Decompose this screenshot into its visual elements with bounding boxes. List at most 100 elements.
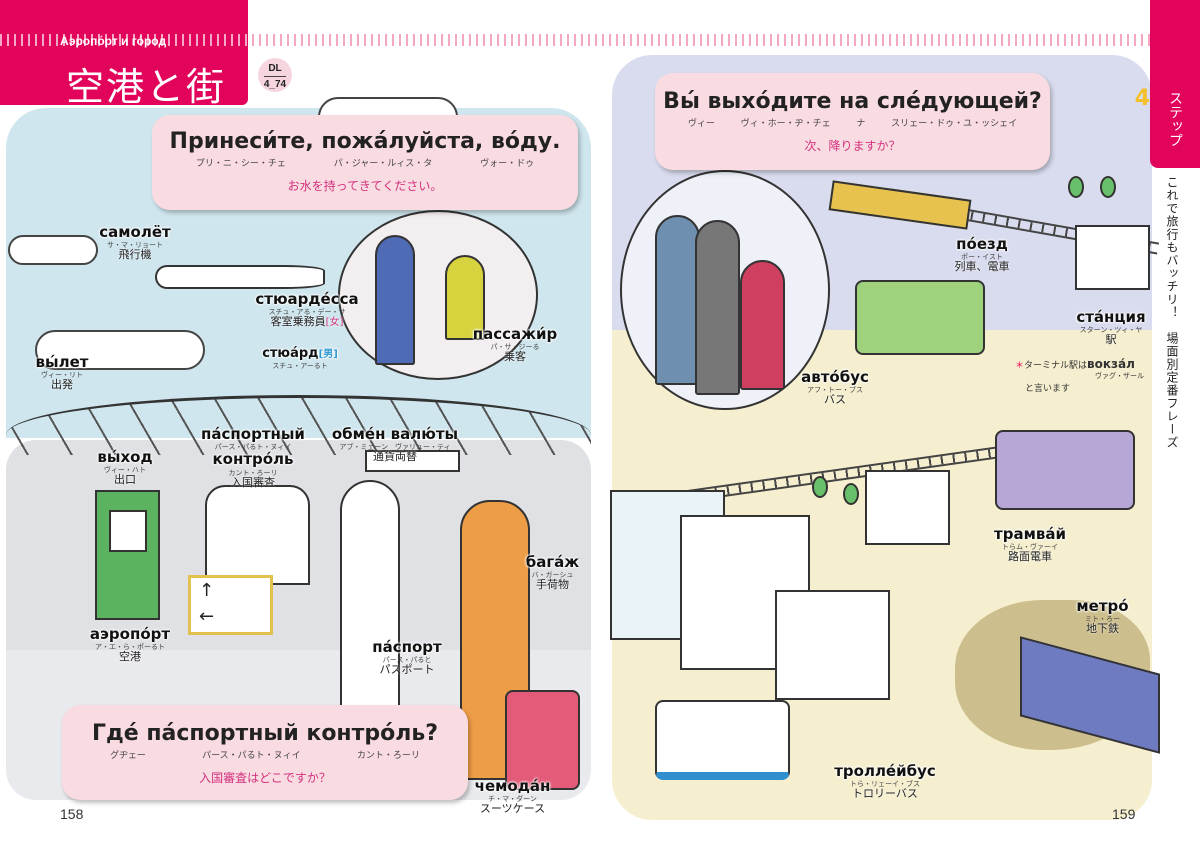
commuter-illustration [655, 215, 700, 385]
flight-attendant-illustration [375, 235, 415, 365]
airplane-illustration [155, 265, 325, 289]
page-number-right: 159 [1112, 806, 1136, 822]
tree-icon [1100, 176, 1116, 198]
exit-door-illustration [95, 490, 160, 620]
meaning: 地下鉄 [1086, 622, 1119, 636]
meaning: トロリーバス [852, 787, 918, 801]
phrase-japanese: 次、降りますか？ [804, 139, 901, 153]
tree-icon [812, 476, 828, 498]
meaning: 手荷物 [536, 578, 569, 592]
step-tab[interactable]: ステップ 4 [1135, 0, 1200, 168]
phrase-reading: パース・パるト・ヌィイ [202, 751, 301, 761]
meaning: 飛行機 [118, 248, 152, 262]
building-illustration [775, 590, 890, 700]
reading: トらム・ヴァーイ [1002, 543, 1058, 552]
commuter-illustration [740, 260, 785, 390]
trolleybus-illustration [655, 700, 790, 780]
phrase-reading: グヂェー [110, 751, 146, 761]
meaning: 駅 [1105, 333, 1117, 347]
reading: スチュ・アる・デー・サ [268, 308, 346, 317]
note-text: ターミナル駅は [1024, 361, 1088, 371]
step-label: ステップ [1167, 91, 1183, 147]
download-label: DL [268, 63, 282, 74]
section-header [0, 0, 248, 105]
phrase-reading: パ・ジャー・ルィス・タ [333, 159, 433, 169]
direction-signboard: ↑← [188, 575, 273, 635]
phrase-reading: ヴォー・ドゥ [480, 159, 535, 169]
meaning: 客室乗務員 [270, 315, 326, 329]
step-number: 4 [1134, 86, 1150, 111]
phrase-japanese: お水を持ってきてください。 [287, 179, 443, 193]
reading: ヴィー・ハト [103, 466, 147, 475]
meaning: バス [824, 393, 846, 407]
reading: チ・マ・ダーン [488, 795, 537, 804]
exchange-sign [365, 450, 460, 472]
word: вы́лет [35, 353, 89, 371]
reading: ヴァグ・ザール [1095, 372, 1144, 380]
cloud-illustration [35, 330, 205, 370]
meaning: 空港 [119, 650, 141, 664]
download-badge: DL 4_74 [258, 58, 292, 92]
header-stripe-divider [0, 34, 1150, 46]
reading: アフ・トー・ブス [807, 386, 863, 395]
label-styuard: стюа́рд[男]スチュ・アーるト [255, 346, 345, 370]
meaning: 乗客 [504, 350, 526, 364]
reading: パ・サ・ジーる [490, 343, 540, 352]
word: пассажи́р [472, 325, 558, 343]
reading: ア・エ・ら・ポーるト [95, 643, 165, 652]
reading: ポー・イスト [961, 253, 1003, 262]
arrow-left-icon: ← [199, 606, 215, 627]
phrase-russian: Где́ па́спортный контро́ль? [91, 721, 439, 746]
meaning: 列車、電車 [954, 260, 1010, 274]
word: трамва́й [994, 525, 1066, 543]
reading: バ・ガーシュ [531, 571, 574, 580]
reading: サ・マ・リョート [107, 241, 163, 250]
meaning: パスポート [379, 663, 435, 677]
word: бага́ж [525, 553, 580, 571]
phrase-russian: Принеси́те, пожа́луйста, во́ду. [169, 129, 561, 154]
station-building [1075, 225, 1150, 290]
word: обме́н валю́ты [331, 425, 459, 443]
passport-control-booth [205, 485, 310, 585]
meaning: スーツケース [479, 802, 546, 816]
phrase-reading: プリ・ニ・シー・チェ [195, 159, 286, 169]
tram-illustration [995, 430, 1135, 510]
word: метро́ [1076, 597, 1129, 615]
suitcase-illustration [505, 690, 580, 790]
phrase-reading: ナ [856, 119, 866, 129]
commuter-illustration [695, 220, 740, 395]
reading: スターン・ツィ・ヤ [1079, 326, 1143, 335]
reading: トら・リェーイ・ブス [850, 780, 920, 789]
reading: パース・パるト・ヌィイ [214, 443, 292, 452]
phrase-russian: Вы́ выхо́дите на сле́дующей? [663, 89, 1042, 114]
chapter-side-title: これで旅行もバッチリ！ 場面別定番フレーズ [1165, 176, 1179, 449]
word: авто́бус [801, 368, 869, 386]
reading: スチュ・アーるト [272, 361, 328, 370]
download-track: 4_74 [263, 79, 287, 90]
phrase-reading: ヴィー [687, 119, 715, 129]
arrow-up-icon: ↑ [199, 580, 215, 601]
word: вокза́л [1087, 357, 1135, 371]
word: стюа́рд [262, 346, 319, 361]
meaning: 出口 [114, 473, 136, 487]
asterisk-icon: ＊ [1015, 361, 1025, 371]
reading: ヴィー・リト [41, 371, 83, 380]
passenger-illustration [445, 255, 485, 340]
word: по́езд [956, 235, 1008, 253]
bus-illustration [855, 280, 985, 355]
label-metro: метро́ミト・ろー地下鉄 [1065, 597, 1140, 636]
